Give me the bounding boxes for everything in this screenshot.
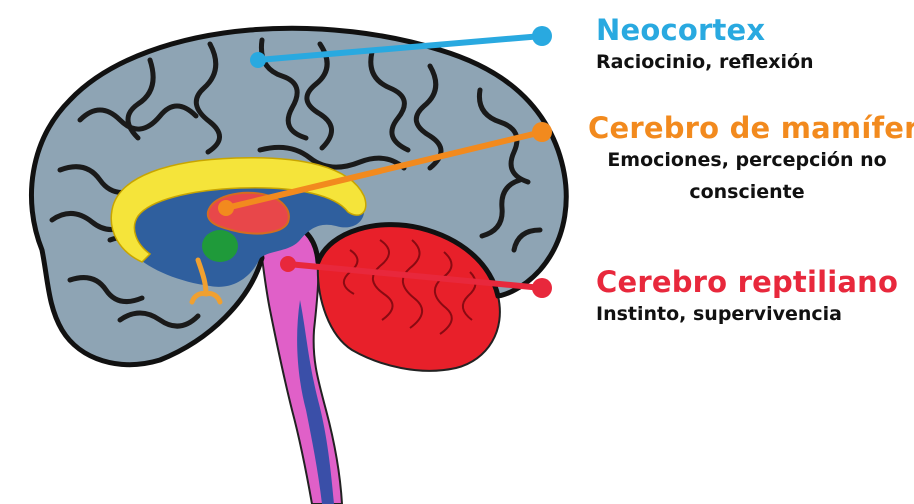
label-mamifero: Cerebro de mamífero Emociones, percepció… xyxy=(588,112,906,208)
reptiliano-title: Cerebro reptiliano xyxy=(596,266,898,298)
mamifero-description-line1: Emociones, percepción no xyxy=(588,144,906,176)
amygdala xyxy=(202,230,238,262)
mamifero-description-line2: consciente xyxy=(588,176,906,208)
label-neocortex: Neocortex Raciocinio, reflexión xyxy=(596,14,814,78)
reptiliano-description: Instinto, supervivencia xyxy=(596,298,898,330)
label-reptiliano: Cerebro reptiliano Instinto, supervivenc… xyxy=(596,266,898,330)
mamifero-title: Cerebro de mamífero xyxy=(588,112,906,144)
neocortex-description: Raciocinio, reflexión xyxy=(596,46,814,78)
neocortex-title: Neocortex xyxy=(596,14,814,46)
